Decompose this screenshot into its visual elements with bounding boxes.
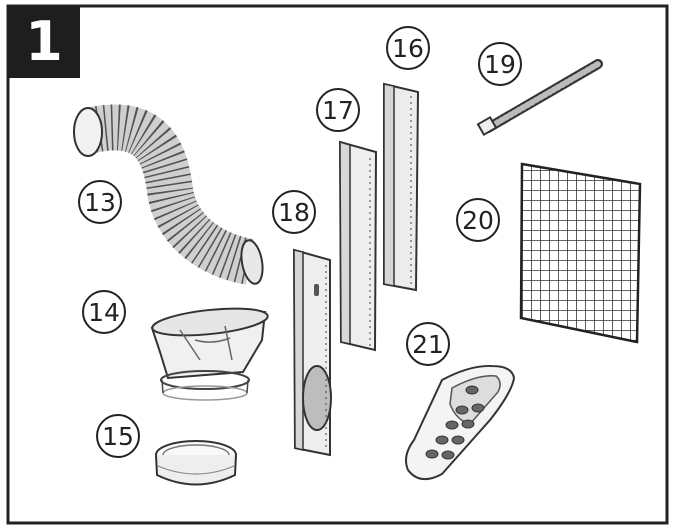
callout-13: 13: [78, 180, 122, 224]
remote-control-icon: [405, 364, 516, 481]
callout-14: 14: [82, 290, 126, 334]
exhaust-connector-icon: [155, 440, 237, 486]
window-adapter-icon: [150, 307, 269, 401]
callout-17: 17: [316, 88, 360, 132]
frame-border: [6, 4, 669, 525]
callout-20: 20: [456, 198, 500, 242]
step-number-badge: 1: [8, 6, 80, 78]
callout-18: 18: [272, 190, 316, 234]
filter-mesh-icon: [519, 162, 642, 344]
window-panel-medium-icon: [338, 140, 378, 352]
callout-19: 19: [478, 42, 522, 86]
callout-16: 16: [386, 26, 430, 70]
exhaust-hose-icon: [73, 104, 264, 285]
callout-15: 15: [96, 414, 140, 458]
screw-bolt-icon: [476, 59, 603, 137]
callout-21: 21: [406, 322, 450, 366]
window-panel-with-hole-icon: [292, 248, 332, 457]
window-panel-large-icon: [383, 82, 420, 292]
